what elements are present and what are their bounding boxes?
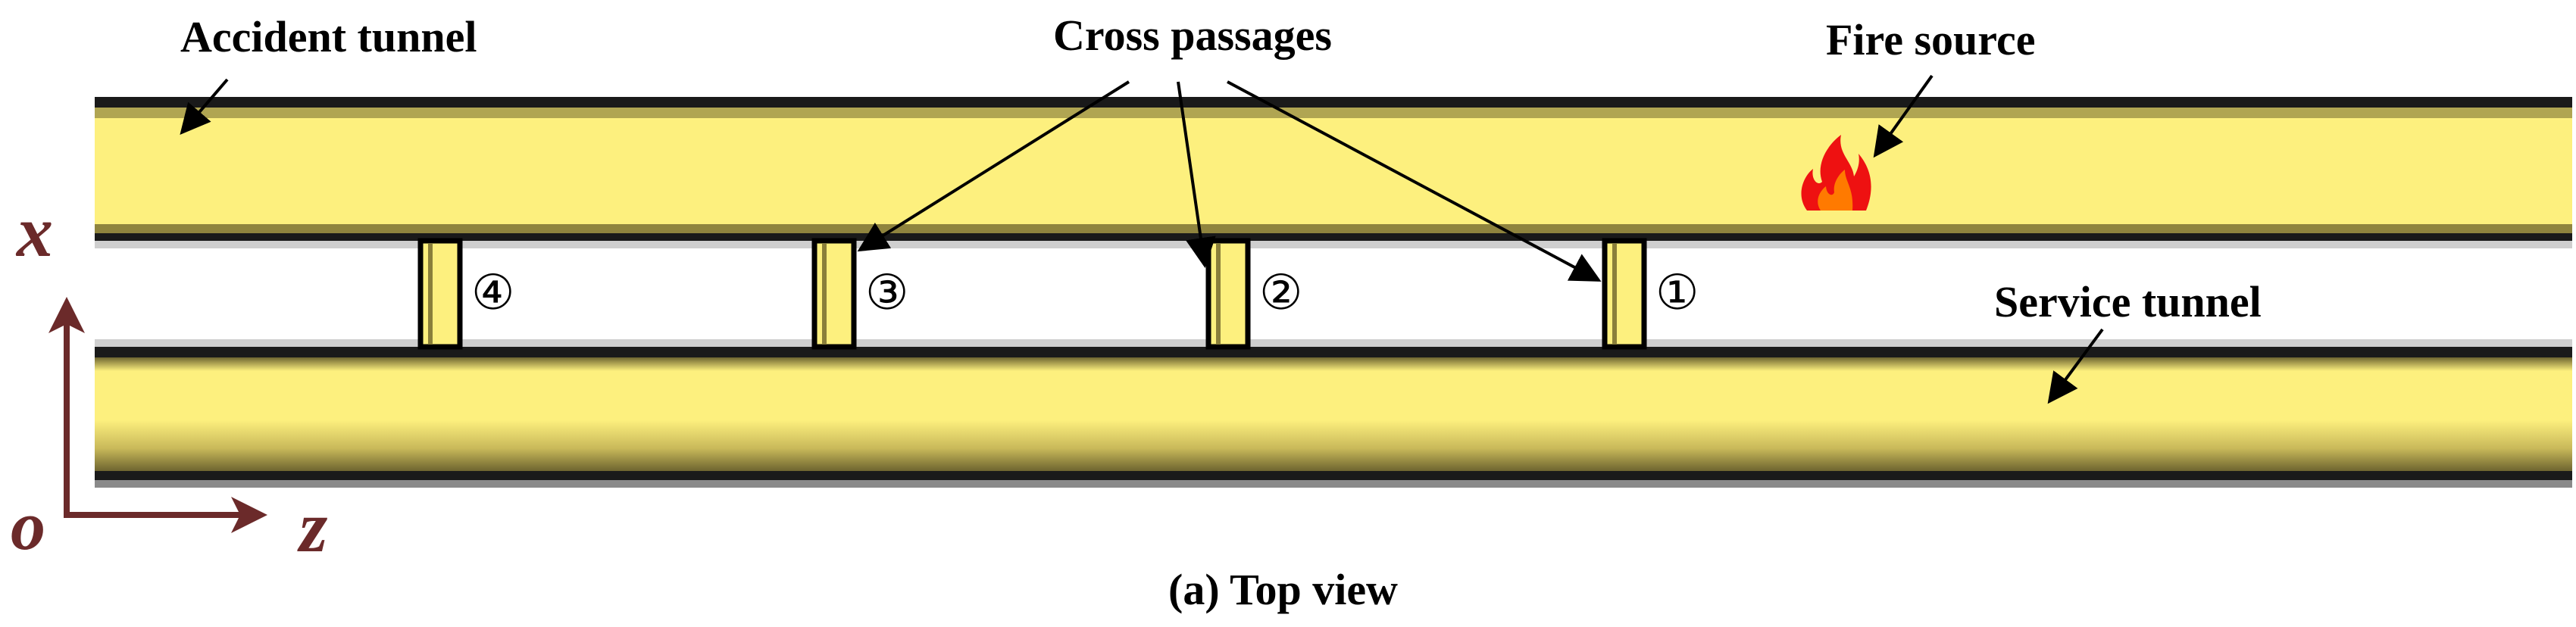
cross-passage-arrow-2 <box>1177 81 1216 268</box>
coordinate-axes: x z o <box>11 191 327 567</box>
passage-number-2: ② <box>1259 265 1302 321</box>
cross-passage-2 <box>1205 238 1251 350</box>
service-tunnel-body <box>95 357 2572 471</box>
service-tunnel-arrow <box>2047 328 2104 404</box>
z-axis-label: z <box>297 486 327 567</box>
service-tunnel <box>95 347 2572 488</box>
cross-passage-1 <box>1602 238 1647 350</box>
gap-bottom-line <box>95 339 2572 347</box>
service-tunnel-bottom-edge <box>95 471 2572 480</box>
label-arrows <box>180 74 2104 404</box>
accident-tunnel-label: Accident tunnel <box>180 12 477 61</box>
flame-icon <box>1801 135 1871 211</box>
fire-source-arrow <box>1873 74 1934 158</box>
accident-tunnel-bottom-shade <box>95 224 2572 233</box>
x-axis-label: x <box>15 191 53 272</box>
cross-passages-label: Cross passages <box>1053 11 1332 60</box>
accident-tunnel-body <box>95 118 2572 224</box>
cross-passage-4 <box>417 238 463 350</box>
service-tunnel-top-edge <box>95 347 2572 357</box>
cross-passage-arrow-1 <box>1227 80 1602 282</box>
passage-number-1: ① <box>1655 265 1699 321</box>
service-tunnel-bottom-shade <box>95 480 2572 488</box>
accident-tunnel <box>95 97 2572 241</box>
accident-tunnel-top-shade <box>95 108 2572 118</box>
accident-tunnel-arrow <box>180 78 229 136</box>
cross-passage-3 <box>811 238 857 350</box>
accident-tunnel-top-edge <box>95 97 2572 108</box>
fire-source-label: Fire source <box>1826 15 2036 64</box>
inter-tunnel-gap <box>95 241 2572 347</box>
service-tunnel-label: Service tunnel <box>1994 277 2262 326</box>
origin-label: o <box>11 487 45 564</box>
cross-passage-arrow-3 <box>857 80 1130 252</box>
accident-tunnel-bottom-edge <box>95 233 2572 241</box>
passage-number-3: ③ <box>865 265 908 321</box>
gap-top-line <box>95 241 2572 248</box>
passage-number-4: ④ <box>471 265 514 321</box>
figure-caption: (a) Top view <box>1168 565 1398 614</box>
